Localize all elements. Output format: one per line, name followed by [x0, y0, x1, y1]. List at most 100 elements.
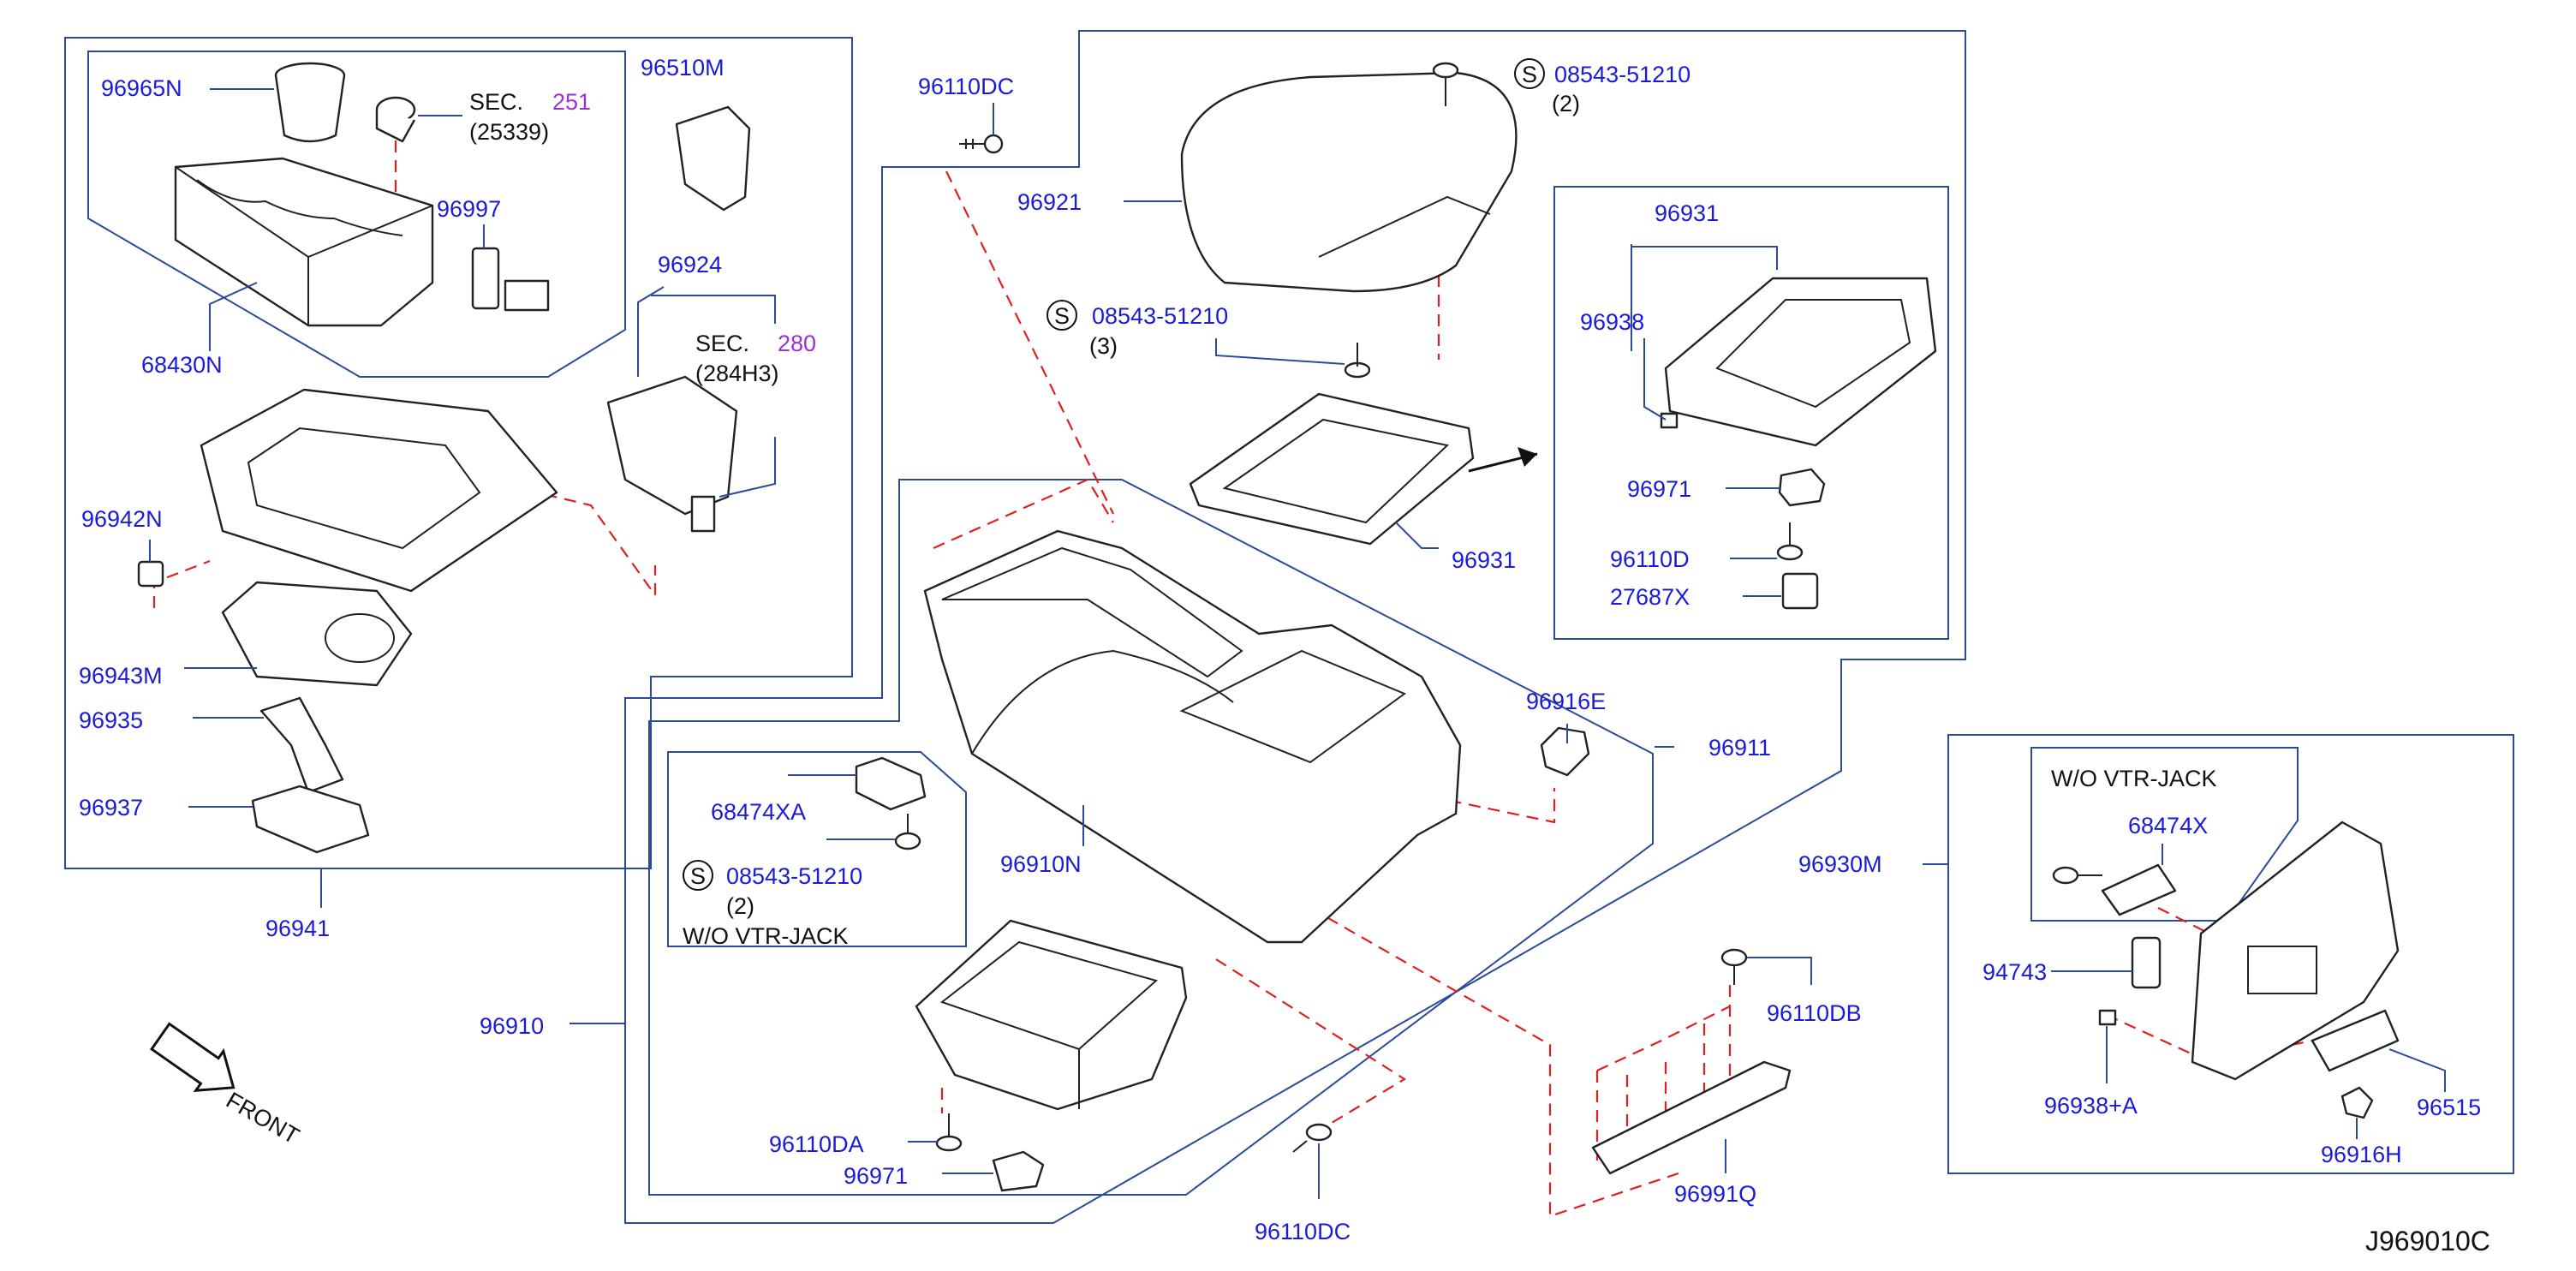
label-94743: 94743 — [1983, 959, 2047, 985]
upper-left-group-frame — [64, 37, 853, 869]
indicator-96943m-drawing — [221, 581, 413, 687]
assembly-line — [933, 478, 1114, 550]
leader-line — [209, 282, 258, 351]
rear-panel-drawing — [2191, 820, 2400, 1081]
label-96941: 96941 — [265, 916, 330, 941]
screw-08543-top-drawing — [1432, 62, 1459, 106]
label-96930m: 96930M — [1798, 851, 1882, 877]
label-sec-251-num: 251 — [552, 89, 591, 115]
label-96997: 96997 — [437, 196, 501, 222]
vtr-jack-right-frame — [2030, 747, 2299, 922]
switch-96971-inset-drawing — [1778, 468, 1826, 507]
label-68430n: 68430N — [141, 352, 223, 378]
label-96910n: 96910N — [1000, 851, 1082, 877]
leader-line — [1747, 957, 1812, 985]
center-console-body-drawing — [923, 529, 1462, 944]
label-96924: 96924 — [658, 252, 722, 277]
label-96971-lower: 96971 — [844, 1163, 908, 1189]
assembly-line — [1595, 985, 1732, 1161]
label-96943m: 96943M — [79, 663, 163, 689]
label-96910: 96910 — [480, 1013, 544, 1039]
direction-arrow — [1468, 447, 1538, 473]
label-96916e: 96916E — [1526, 689, 1606, 714]
leader-line — [2388, 1048, 2446, 1092]
label-s-top: S — [1522, 62, 1537, 87]
leader-line — [637, 286, 665, 377]
label-68474x: 68474X — [2128, 813, 2208, 838]
switch-connector-drawing — [471, 247, 550, 312]
vtr-jack-bracket-frame — [667, 751, 967, 947]
label-96937: 96937 — [79, 795, 143, 820]
screw-96110da-drawing — [935, 1113, 963, 1152]
label-96938: 96938 — [1580, 309, 1644, 335]
screw-96110db-drawing — [1720, 948, 1748, 985]
clip-96916h-drawing — [2340, 1086, 2374, 1119]
label-sec-280-num: 280 — [778, 331, 816, 356]
assembly-line — [410, 461, 657, 599]
front-arrow-icon — [149, 1022, 236, 1093]
label-screw-mid-qty: (3) — [1089, 333, 1118, 359]
label-96110db: 96110DB — [1767, 1000, 1862, 1026]
cap-96515-drawing — [2311, 1009, 2400, 1072]
label-wo-vtr-lower: W/O VTR-JACK — [683, 923, 849, 949]
pocket-96924-drawing — [606, 375, 738, 533]
label-screw-low-num: 08543-51210 — [726, 863, 862, 889]
assembly-line — [1596, 1005, 1731, 1071]
label-96510m: 96510M — [641, 55, 724, 81]
label-96110da: 96110DA — [769, 1131, 864, 1157]
assembly-line — [1215, 958, 1407, 1131]
armrest-lid-drawing — [1180, 71, 1518, 293]
label-96935: 96935 — [79, 707, 143, 733]
cup-holder-subgroup-frame — [87, 51, 626, 378]
assembly-line — [1309, 907, 1679, 1218]
label-96110dc-top: 96110DC — [918, 74, 1014, 99]
lid-inset-frame — [1553, 186, 1949, 640]
leader-line — [1215, 338, 1345, 365]
console-body-frame — [648, 479, 1654, 1196]
storage-box-drawing — [915, 919, 1188, 1111]
clip-96938-drawing — [1660, 412, 1679, 429]
s-circle-mid — [1046, 300, 1077, 331]
rear-panel-group-frame — [1947, 734, 2514, 1174]
screw-96110d-drawing — [1776, 522, 1804, 561]
label-96931-inset: 96931 — [1655, 200, 1719, 226]
label-screw-mid-num: 08543-51210 — [1092, 303, 1228, 329]
screw-96110dc-bottom-drawing — [1292, 1123, 1333, 1153]
front-label: FRONT — [222, 1087, 304, 1149]
console-finisher-drawing — [200, 388, 558, 593]
screw-08543-low-drawing — [894, 814, 921, 850]
label-screw-top-qty: (2) — [1552, 91, 1580, 116]
lid-cover-inset-drawing — [1664, 277, 1937, 447]
clip-96942n-drawing — [137, 560, 164, 588]
clip-96938a-drawing — [2098, 1009, 2117, 1026]
label-96110d: 96110D — [1610, 546, 1690, 572]
label-screw-top-num: 08543-51210 — [1554, 62, 1690, 87]
bracket-68474xa-drawing — [855, 756, 927, 811]
diagram-code: J969010C — [2365, 1226, 2490, 1256]
s-circle-top — [1514, 58, 1545, 89]
switch-27687x-drawing — [1781, 572, 1819, 610]
bracket-96510m-drawing — [675, 105, 751, 212]
leader-line — [1395, 522, 1439, 549]
label-96942n: 96942N — [81, 506, 163, 532]
screw-08543-mid-drawing — [1344, 343, 1371, 379]
label-68474xa: 68474XA — [711, 799, 806, 825]
center-console-group-frame — [624, 30, 1966, 1224]
jack-94743-drawing — [2131, 936, 2162, 989]
leader-line — [651, 295, 776, 498]
label-s-low: S — [690, 863, 706, 889]
clip-96916e-drawing — [1540, 726, 1590, 777]
label-96110dc-bottom: 96110DC — [1255, 1219, 1351, 1244]
screw-96110dc-top-drawing — [959, 134, 1004, 154]
cup-insert-drawing — [274, 62, 346, 143]
label-96916h: 96916H — [2321, 1142, 2402, 1167]
cup-holder-drawing — [174, 157, 434, 327]
bracket-68474x-drawing — [2052, 863, 2177, 916]
lid-base-drawing — [1189, 392, 1475, 546]
bezel-96937-drawing — [251, 785, 370, 854]
label-96931-main: 96931 — [1452, 547, 1516, 573]
label-sec-280-ref: (284H3) — [695, 361, 779, 386]
label-96971-inset: 96971 — [1627, 476, 1691, 502]
